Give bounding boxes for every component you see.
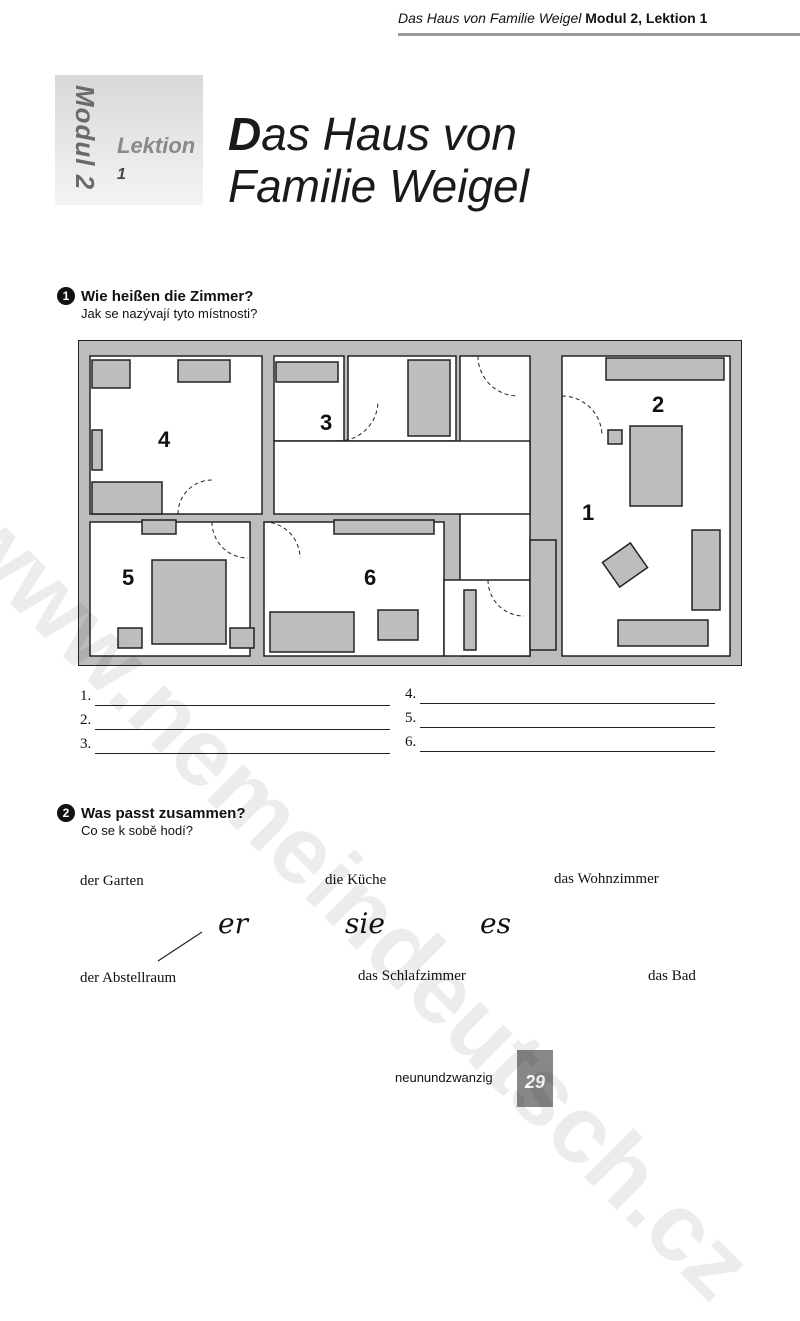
word-item[interactable]: der Garten	[80, 873, 144, 889]
answer-line[interactable]: 1.	[80, 688, 391, 706]
header-modul: Modul 2, Lektion 1	[585, 10, 708, 26]
header-rule	[398, 33, 800, 36]
room-number: 5	[122, 565, 134, 590]
answer-line[interactable]: 6.	[405, 734, 716, 752]
room-number: 1	[582, 500, 594, 525]
page-title: Das Haus von Familie Weigel	[228, 108, 529, 212]
exercise-2-number: 2	[57, 804, 75, 822]
exercise-2-heading: 2 Was passt zusammen? Co se k sobě hodí?	[57, 804, 246, 838]
answer-line[interactable]: 5.	[405, 710, 716, 728]
page-number: 29	[517, 1050, 553, 1107]
word-item[interactable]: das Wohnzimmer	[554, 871, 659, 887]
floor-plan: 1 2 3 4 5 6	[78, 340, 742, 666]
badge-modul: Modul 2	[70, 85, 100, 191]
title-line1: as Haus von	[261, 108, 517, 160]
title-initial: D	[228, 108, 262, 160]
pronoun[interactable]: sie	[345, 907, 385, 940]
badge-lektion: Lektion 1	[117, 133, 196, 183]
module-badge: Modul 2 Lektion 1	[55, 75, 203, 205]
room-number: 6	[364, 565, 376, 590]
footer-text: neunundzwanzig	[395, 1070, 493, 1085]
pronoun[interactable]: es	[480, 907, 511, 940]
connection-line	[157, 931, 203, 962]
room-number: 2	[652, 392, 664, 417]
word-item[interactable]: das Bad	[648, 968, 696, 984]
header-title: Das Haus von Familie Weigel	[398, 10, 582, 26]
word-item[interactable]: der Abstellraum	[80, 970, 177, 986]
exercise-2-question: Was passt zusammen?	[81, 804, 246, 822]
answer-line[interactable]: 3.	[80, 736, 391, 754]
answer-line[interactable]: 2.	[80, 712, 391, 730]
word-item[interactable]: das Schlafzimmer	[358, 968, 466, 984]
exercise-1-sub: Jak se nazývají tyto místnosti?	[81, 306, 258, 322]
exercise-2-sub: Co se k sobě hodí?	[81, 823, 194, 839]
exercise-1-question: Wie heißen die Zimmer?	[81, 287, 254, 305]
word-item[interactable]: die Küche	[325, 872, 387, 888]
exercise-1-heading: 1 Wie heißen die Zimmer? Jak se nazývají …	[57, 287, 257, 321]
running-header: Das Haus von Familie Weigel Modul 2, Lek…	[398, 10, 800, 26]
room-number: 4	[158, 427, 171, 452]
answer-line[interactable]: 4.	[405, 686, 716, 704]
exercise-1-number: 1	[57, 287, 75, 305]
room-number: 3	[320, 410, 332, 435]
pronoun[interactable]: er	[218, 907, 248, 940]
title-line2: Familie Weigel	[228, 160, 529, 212]
